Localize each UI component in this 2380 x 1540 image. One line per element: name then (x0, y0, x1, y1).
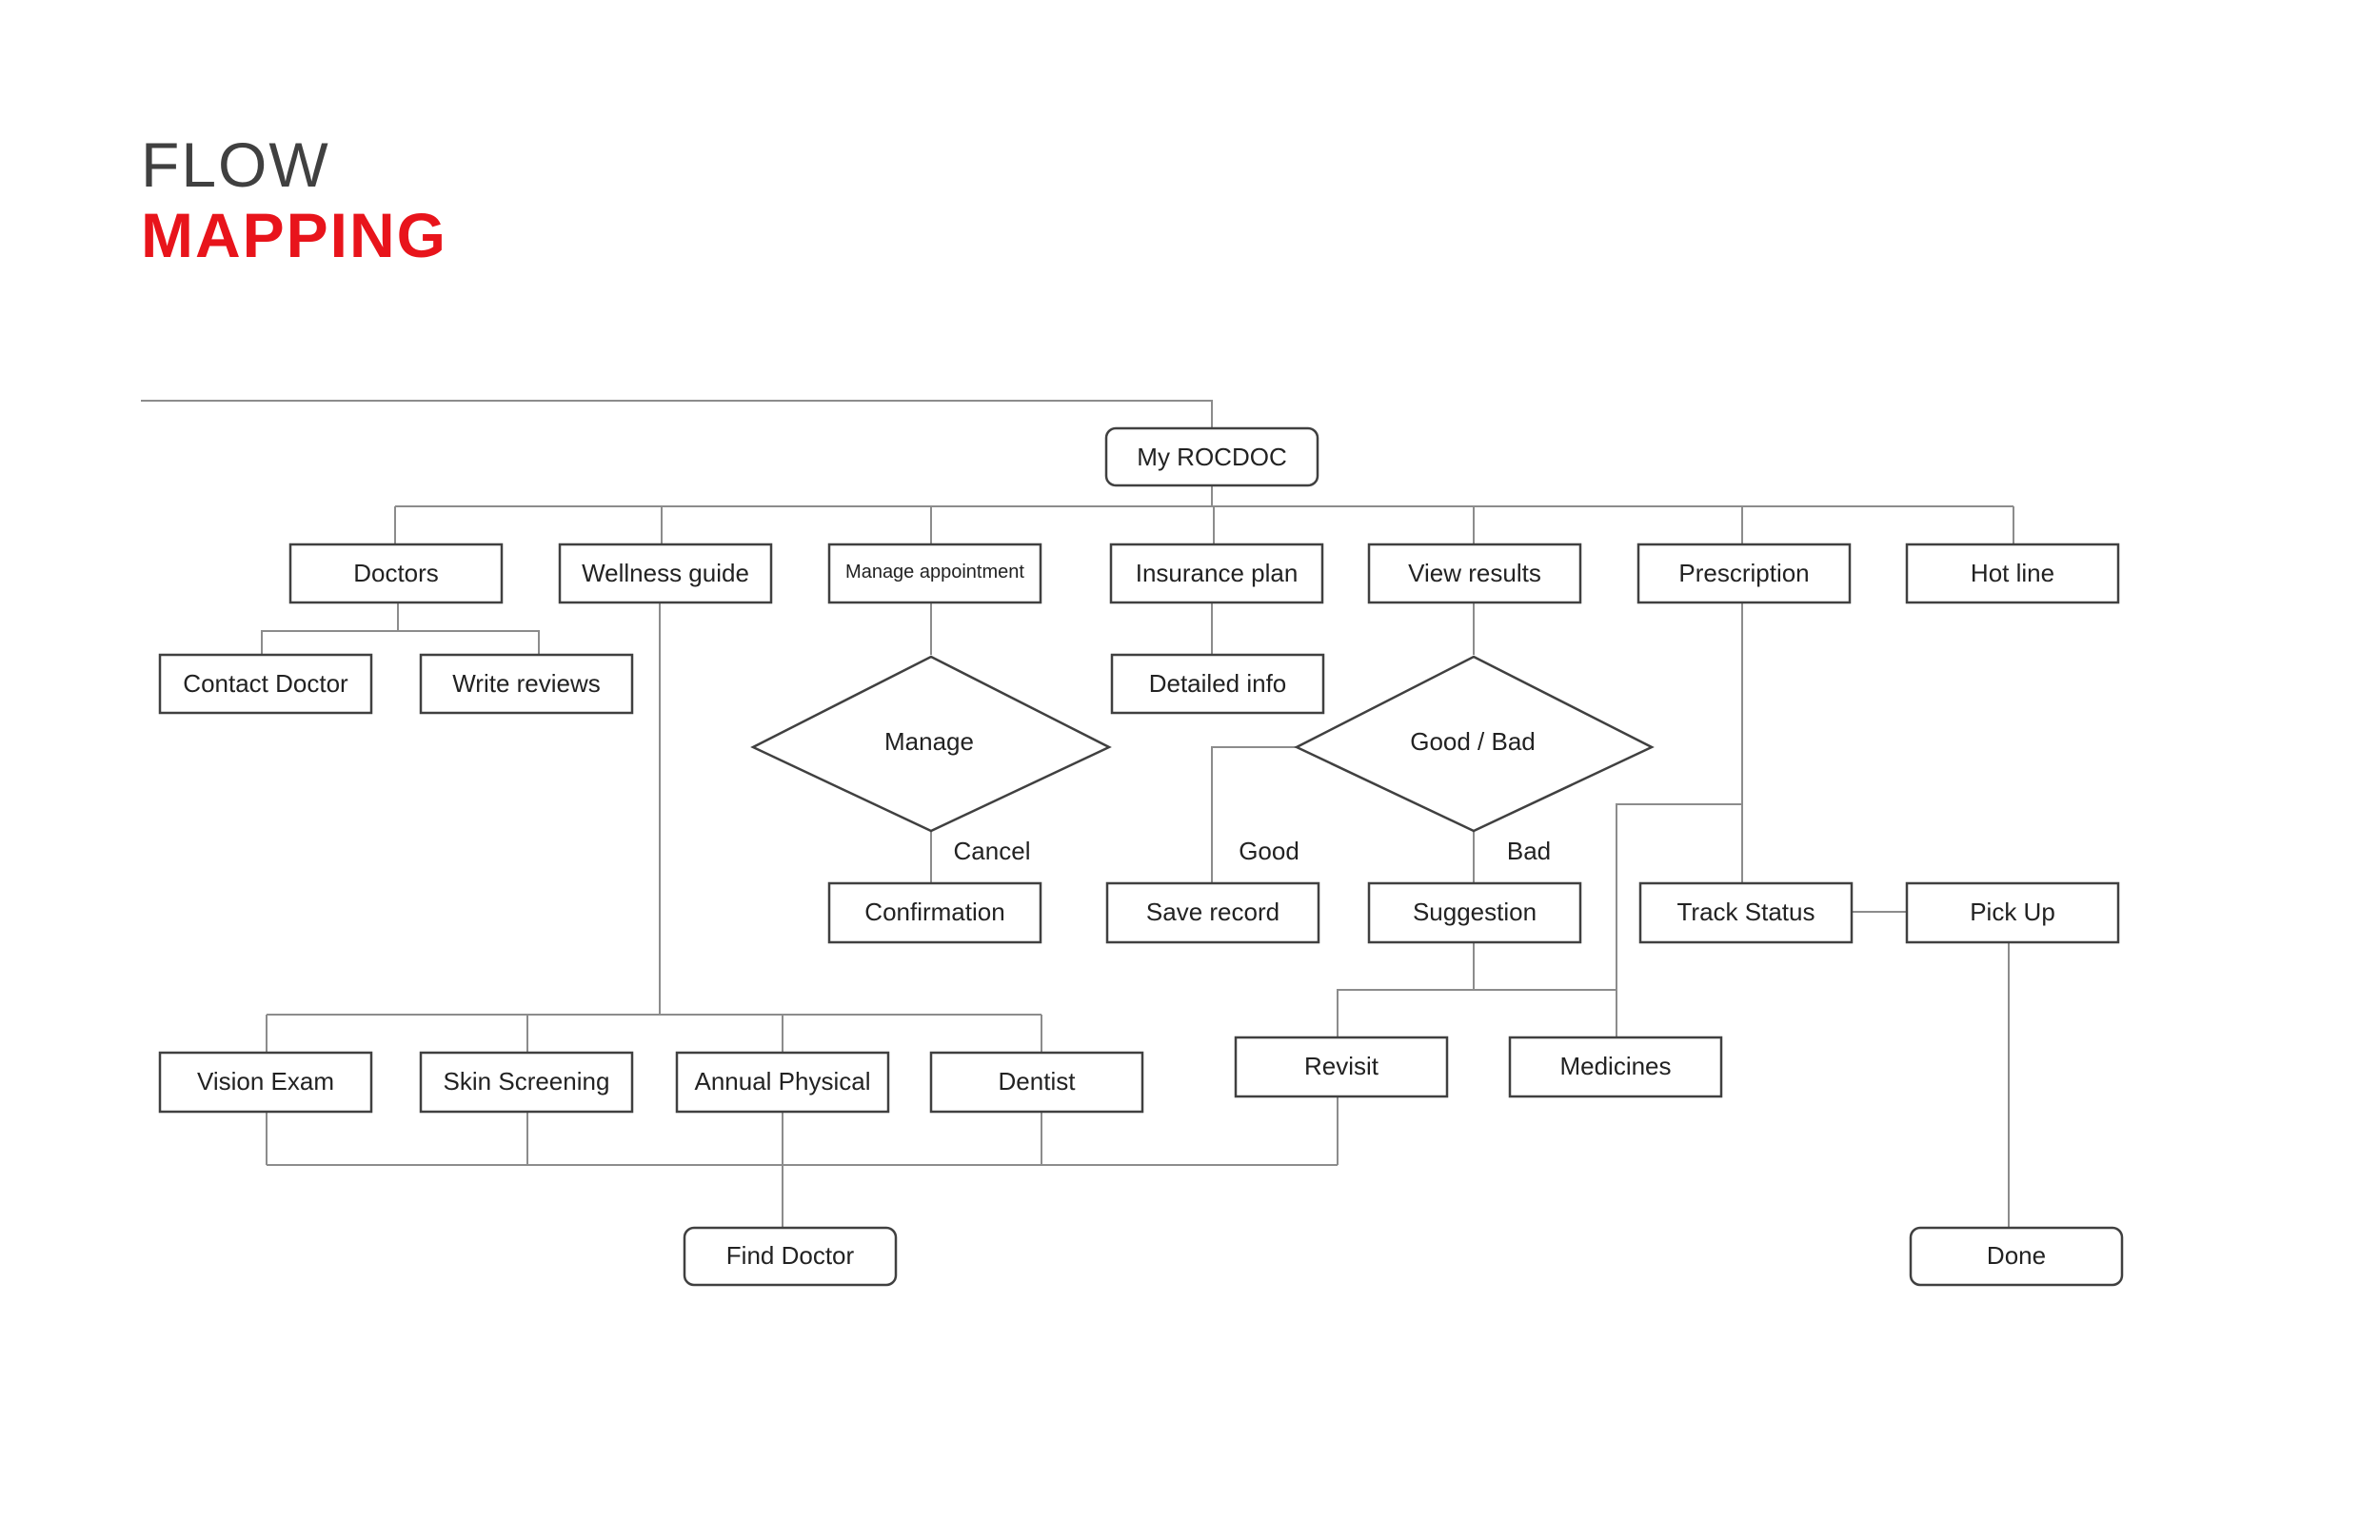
node-manage-appointment: Manage appointment (827, 543, 1042, 604)
svg-text:Annual Physical: Annual Physical (695, 1067, 871, 1096)
svg-text:Revisit: Revisit (1304, 1052, 1379, 1080)
decision-good-bad: Good / Bad (1294, 655, 1655, 833)
svg-text:Contact Doctor: Contact Doctor (183, 669, 348, 698)
node-save-record: Save record (1105, 881, 1320, 944)
svg-text:Track Status: Track Status (1677, 898, 1815, 926)
decision-manage: Manage (750, 655, 1112, 833)
node-view-results: View results (1367, 543, 1582, 604)
svg-text:Detailed info: Detailed info (1149, 669, 1287, 698)
node-write-reviews: Write reviews (419, 653, 634, 715)
edge-label-good: Good (1239, 837, 1299, 865)
svg-text:View results: View results (1408, 559, 1541, 587)
svg-text:Vision Exam: Vision Exam (197, 1067, 334, 1096)
node-suggestion: Suggestion (1367, 881, 1582, 944)
edge-label-cancel: Cancel (954, 837, 1031, 865)
node-done: Done (1909, 1226, 2124, 1287)
svg-text:Pick Up: Pick Up (1970, 898, 2055, 926)
node-track-status: Track Status (1638, 881, 1854, 944)
node-my-rocdoc: My ROCDOC (1104, 426, 1319, 487)
svg-text:Insurance plan: Insurance plan (1136, 559, 1299, 587)
svg-text:Hot line: Hot line (1971, 559, 2054, 587)
node-find-doctor: Find Doctor (683, 1226, 898, 1287)
node-prescription: Prescription (1636, 543, 1852, 604)
title-mapping: MAPPING (141, 200, 448, 270)
svg-text:Suggestion: Suggestion (1413, 898, 1537, 926)
node-detailed-info: Detailed info (1110, 653, 1325, 715)
node-confirmation: Confirmation (827, 881, 1042, 944)
svg-text:Manage appointment: Manage appointment (845, 562, 1024, 582)
node-wellness-guide: Wellness guide (558, 543, 773, 604)
title-flow: FLOW (141, 129, 330, 200)
svg-text:Confirmation: Confirmation (864, 898, 1004, 926)
node-annual-physical: Annual Physical (675, 1051, 890, 1114)
node-label: My ROCDOC (1137, 443, 1286, 471)
connector-top-rule (141, 400, 1213, 428)
svg-text:Wellness guide: Wellness guide (582, 559, 749, 587)
node-dentist: Dentist (929, 1051, 1144, 1114)
node-pick-up: Pick Up (1905, 881, 2120, 944)
node-skin-screening: Skin Screening (419, 1051, 634, 1114)
node-doctors: Doctors (288, 543, 504, 604)
svg-text:Dentist: Dentist (999, 1067, 1077, 1096)
svg-text:Write reviews: Write reviews (452, 669, 601, 698)
node-vision-exam: Vision Exam (158, 1051, 373, 1114)
connectors (141, 400, 2014, 1228)
svg-text:Good / Bad: Good / Bad (1410, 727, 1536, 756)
node-revisit: Revisit (1234, 1036, 1449, 1098)
edge-label-bad: Bad (1507, 837, 1551, 865)
svg-text:Doctors: Doctors (353, 559, 439, 587)
svg-text:Prescription: Prescription (1678, 559, 1809, 587)
svg-text:Medicines: Medicines (1559, 1052, 1671, 1080)
svg-text:Skin Screening: Skin Screening (444, 1067, 610, 1096)
node-insurance-plan: Insurance plan (1109, 543, 1324, 604)
node-hot-line: Hot line (1905, 543, 2120, 604)
svg-text:Save record: Save record (1146, 898, 1279, 926)
node-medicines: Medicines (1508, 1036, 1723, 1098)
node-contact-doctor: Contact Doctor (158, 653, 373, 715)
svg-text:Done: Done (1987, 1241, 2046, 1270)
svg-text:Manage: Manage (884, 727, 974, 756)
svg-text:Find Doctor: Find Doctor (726, 1241, 855, 1270)
